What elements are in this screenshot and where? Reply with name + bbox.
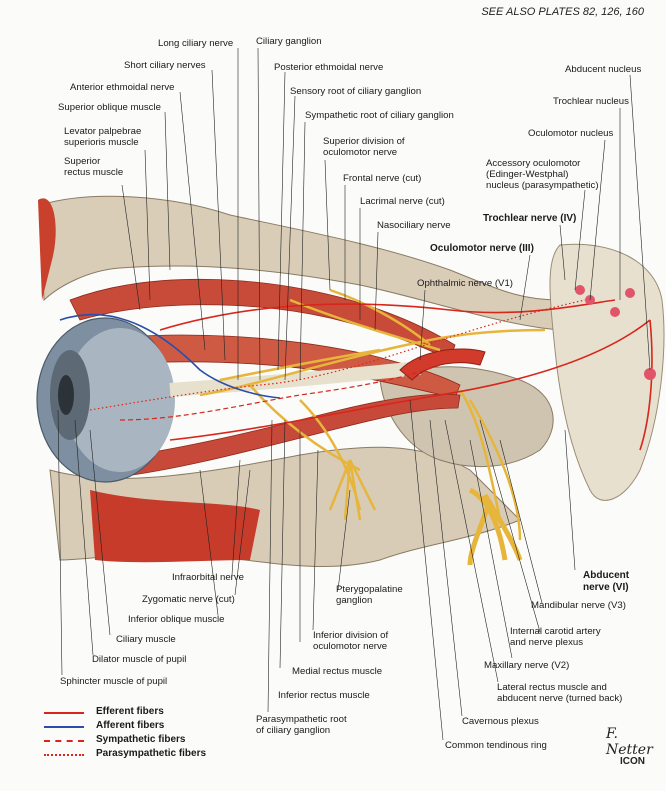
label-sympathetic-root: Sympathetic root of ciliary ganglion xyxy=(305,110,454,121)
pterygopalatine-branches xyxy=(328,459,377,521)
label-mandibular-nerve: Mandibular nerve (V3) xyxy=(531,600,626,611)
label-zygomatic-nerve: Zygomatic nerve (cut) xyxy=(142,594,235,605)
label-inferior-rectus-muscle: Inferior rectus muscle xyxy=(278,690,370,701)
label-sensory-root: Sensory root of ciliary ganglion xyxy=(290,86,422,97)
label-oculomotor-nucleus: Oculomotor nucleus xyxy=(528,128,614,139)
legend-swatch-sympathetic xyxy=(44,740,84,742)
legend-swatch-parasympathetic xyxy=(44,754,84,756)
afferent-fiber xyxy=(59,313,281,399)
label-trochlear-nucleus: Trochlear nucleus xyxy=(553,96,629,107)
legend-swatch-efferent xyxy=(44,712,84,714)
label-long-ciliary-nerve: Long ciliary nerve xyxy=(158,38,234,49)
label-abducent-nerve-line1: Abducent xyxy=(583,570,630,581)
label-pterygopalatine-line2: ganglion xyxy=(336,595,373,606)
label-lacrimal-nerve: Lacrimal nerve (cut) xyxy=(360,196,445,207)
label-posterior-ethmoidal-nerve: Posterior ethmoidal nerve xyxy=(274,62,384,73)
label-inferior-division-line2: oculomotor nerve xyxy=(313,641,388,652)
label-lateral-rectus-line2: abducent nerve (turned back) xyxy=(497,693,623,704)
label-pterygopalatine-line1: Pterygopalatine xyxy=(336,584,403,595)
label-oculomotor-nerve: Oculomotor nerve (III) xyxy=(430,243,534,254)
label-infraorbital-nerve: Infraorbital nerve xyxy=(172,572,244,583)
sclera xyxy=(65,328,175,472)
label-superior-division-line1: Superior division of xyxy=(323,136,405,147)
label-nasociliary-nerve: Nasociliary nerve xyxy=(377,220,451,231)
label-accessory-line3: nucleus (parasympathetic) xyxy=(486,180,599,191)
label-superior-division-line2: oculomotor nerve xyxy=(323,147,398,158)
label-maxillary-nerve: Maxillary nerve (V2) xyxy=(484,660,570,671)
brainstem-nuclei xyxy=(575,285,656,380)
label-cavernous-plexus: Cavernous plexus xyxy=(462,716,539,727)
label-accessory-line2: (Edinger-Westphal) xyxy=(486,169,569,180)
sympathetic-fiber xyxy=(119,364,441,421)
label-parasympathetic-root-line2: of ciliary ganglion xyxy=(256,725,331,736)
inferior-muscles xyxy=(99,393,461,479)
label-superior-rectus-line2: rectus muscle xyxy=(64,167,124,178)
frontal-bone-red xyxy=(38,198,56,300)
label-lateral-rectus-line1: Lateral rectus muscle and xyxy=(497,682,607,693)
legend-label-parasympathetic: Parasympathetic fibers xyxy=(96,748,207,759)
pupil xyxy=(58,375,74,415)
label-ophthalmic-nerve: Ophthalmic nerve (V1) xyxy=(417,278,513,289)
label-superior-oblique-muscle: Superior oblique muscle xyxy=(58,102,161,113)
label-parasympathetic-root-line1: Parasympathetic root xyxy=(256,714,347,725)
internal-carotid xyxy=(399,348,486,381)
label-internal-carotid-line2: and nerve plexus xyxy=(510,637,584,648)
label-frontal-nerve: Frontal nerve (cut) xyxy=(343,173,422,184)
leader-lines xyxy=(57,47,651,741)
artist-signature: F. Netter xyxy=(606,726,653,758)
label-ciliary-ganglion: Ciliary ganglion xyxy=(256,36,322,47)
label-anterior-ethmoidal-nerve: Anterior ethmoidal nerve xyxy=(70,82,175,93)
label-short-ciliary-nerves: Short ciliary nerves xyxy=(124,60,206,71)
label-abducent-nucleus: Abducent nucleus xyxy=(565,64,642,75)
label-superior-rectus-line1: Superior xyxy=(64,156,101,167)
label-inferior-oblique-muscle: Inferior oblique muscle xyxy=(128,614,225,625)
label-abducent-nerve-line2: nerve (VI) xyxy=(583,582,629,593)
label-levator-line1: Levator palpebrae xyxy=(64,126,142,137)
label-trochlear-nerve: Trochlear nerve (IV) xyxy=(483,213,577,224)
publisher-logo: ICON xyxy=(620,756,645,767)
see-also-note: SEE ALSO PLATES 82, 126, 160 xyxy=(481,6,644,18)
legend-label-sympathetic: Sympathetic fibers xyxy=(96,734,186,745)
label-accessory-line1: Accessory oculomotor xyxy=(486,158,581,169)
label-dilator-muscle: Dilator muscle of pupil xyxy=(92,654,187,665)
brainstem xyxy=(549,243,665,501)
efferent-fibers xyxy=(159,299,653,451)
label-levator-line2: superioris muscle xyxy=(64,137,139,148)
legend-label-efferent: Efferent fibers xyxy=(96,706,164,717)
label-medial-rectus-muscle: Medial rectus muscle xyxy=(292,666,383,677)
label-sphincter-muscle: Sphincter muscle of pupil xyxy=(60,676,168,687)
label-inferior-division-line1: Inferior division of xyxy=(313,630,389,641)
maxillary-muscle-red xyxy=(90,490,260,563)
label-internal-carotid-line1: Internal carotid artery xyxy=(510,626,601,637)
label-common-tendinous-ring: Common tendinous ring xyxy=(445,740,547,751)
legend-label-afferent: Afferent fibers xyxy=(96,720,165,731)
sphenoid-bone xyxy=(379,366,554,467)
label-ciliary-muscle: Ciliary muscle xyxy=(116,634,176,645)
optic-nerve xyxy=(169,361,421,397)
legend-swatch-afferent xyxy=(44,726,84,728)
